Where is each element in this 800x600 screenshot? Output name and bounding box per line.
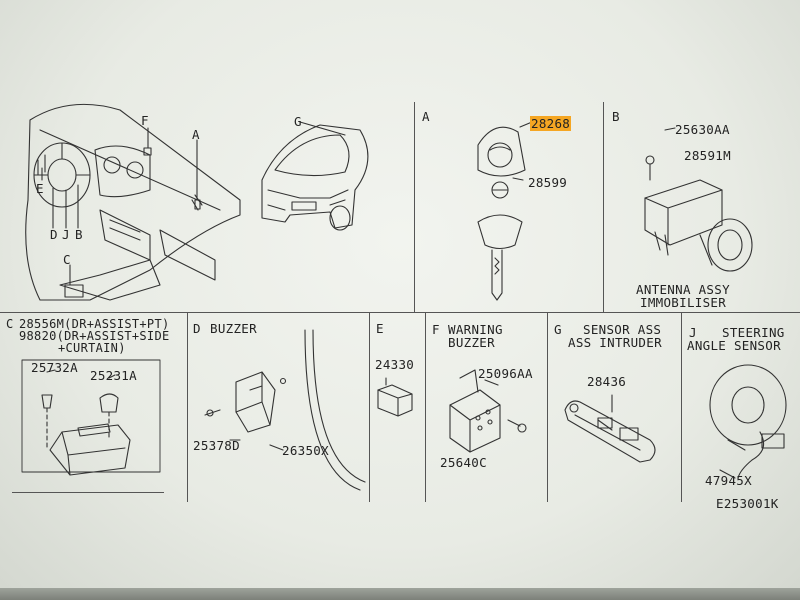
panel-j-letter: J [689,325,697,340]
divider [414,102,415,312]
callout-b[interactable]: B [75,227,83,242]
divider [369,312,370,502]
panel-j-title-line2: ANGLE SENSOR [687,338,781,353]
divider [0,312,800,313]
divider [603,102,604,312]
panel-j-title-line1: STEERING [722,325,785,340]
antenna-immobiliser-illustration [644,127,753,272]
part-number-28268[interactable]: 28268 [530,116,572,131]
divider [547,312,548,502]
part-number-25732a[interactable]: 25732A [31,360,78,375]
panel-e-letter: E [376,321,384,336]
screen-bezel [0,588,800,600]
panel-g-letter: G [554,322,562,337]
callout-a[interactable]: A [192,127,200,142]
divider [681,312,682,502]
panel-c-letter: C [6,317,14,331]
panel-f-title-line1: WARNING [448,322,503,337]
part-number-25630aa[interactable]: 25630AA [675,122,730,137]
caption-antenna-assy: ANTENNA ASSY [636,282,730,297]
highlight-mark: 28268 [530,116,572,131]
panel-c-note: +CURTAIN) [58,341,126,355]
part-number-25378d[interactable]: 25378D [193,438,240,453]
caption-immobiliser: IMMOBILISER [640,295,727,310]
part-number-28599[interactable]: 28599 [528,175,568,190]
panel-d-title: BUZZER [210,321,257,336]
dashboard-illustration [25,103,241,301]
part-number-26350x[interactable]: 26350X [282,443,329,458]
part-number-28556m[interactable]: 28556M(DR+ASSIST+PT) [19,317,170,331]
callout-g[interactable]: G [294,114,302,129]
callout-c[interactable]: C [63,252,71,267]
part-number-98820[interactable]: 98820(DR+ASSIST+SIDE [19,329,170,343]
divider [187,312,188,502]
panel-a-letter: A [422,109,430,124]
callout-f[interactable]: F [141,113,149,128]
panel-g-title-line2: ASS INTRUDER [568,335,662,350]
part-number-25096aa[interactable]: 25096AA [478,366,533,381]
figure-code: E253001K [716,496,779,511]
panel-f-title-line2: BUZZER [448,335,495,350]
callout-d[interactable]: D [50,227,58,242]
part-number-47945x[interactable]: 47945X [705,473,752,488]
buzzer-illustration [204,329,366,491]
part-number-28436[interactable]: 28436 [587,374,627,389]
panel-f-letter: F [432,322,440,337]
airbag-sensor-illustration [21,359,161,476]
part-number-28591m[interactable]: 28591M [684,148,731,163]
panel-d-letter: D [193,321,201,336]
intruder-sensor-illustration [564,394,656,463]
car-illustration [261,121,369,231]
callout-e[interactable]: E [36,181,44,196]
part-number-25231a[interactable]: 25231A [90,368,137,383]
divider [12,492,164,493]
warning-buzzer-illustration [449,369,527,453]
divider [425,312,426,502]
steering-angle-sensor-illustration [709,364,787,479]
part-number-24330[interactable]: 24330 [375,357,415,372]
part-number-25640c[interactable]: 25640C [440,455,487,470]
callout-j[interactable]: J [62,227,70,242]
relay-illustration [377,377,413,417]
panel-g-title-line1: SENSOR ASS [583,322,662,337]
panel-b-letter: B [612,109,620,124]
key-illustration [477,121,533,301]
